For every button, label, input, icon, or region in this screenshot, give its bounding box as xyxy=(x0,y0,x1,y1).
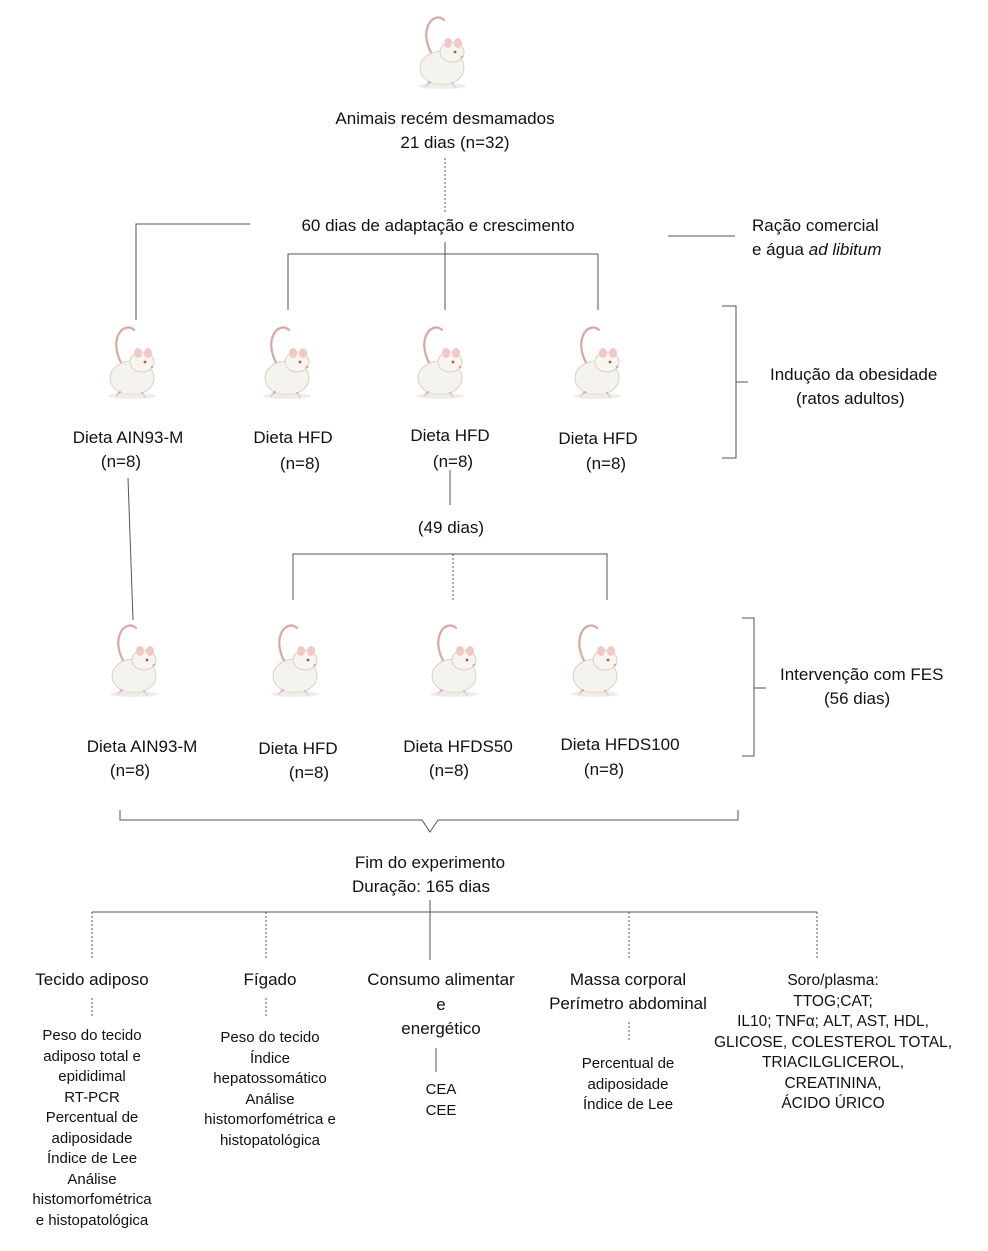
outcome-detail-line: CEA xyxy=(425,1081,457,1098)
connector-hfd-branch xyxy=(287,253,599,310)
induction-group-2-name: Dieta HFD xyxy=(253,428,333,447)
outcome-detail-line: histomorfométrica xyxy=(32,1191,152,1208)
outcome-title-line: Consumo alimentar xyxy=(367,970,515,989)
intervention-group-4-n: (n=8) xyxy=(583,760,625,779)
ration-label-line1: Ração comercial xyxy=(752,216,879,235)
outcome-detail-line: Índice de Lee xyxy=(46,1150,138,1167)
outcome-title-line: Tecido adiposo xyxy=(35,970,149,989)
rat-icon-induction-4 xyxy=(571,326,623,401)
outcome-detail-line: Percentual de xyxy=(581,1055,675,1072)
induction-group-3-n: (n=8) xyxy=(432,452,474,471)
induction-side-line1: Indução da obesidade xyxy=(770,365,938,384)
ration-label-line2: e água ad libitum xyxy=(752,240,882,259)
outcome-title-line: ÁCIDO ÚRICO xyxy=(781,1095,885,1112)
induction-group-4-name: Dieta HFD xyxy=(558,429,638,448)
outcome-detail-line: Análise xyxy=(245,1090,295,1108)
end-label-line1: Fim do experimento xyxy=(354,853,506,872)
outcome-title-line: Perímetro abdominal xyxy=(549,994,707,1013)
bracket-intervention xyxy=(742,617,766,757)
rat-icon-intervention-2 xyxy=(269,624,321,699)
outcome-title-line: Massa corporal xyxy=(569,970,687,989)
rat-icon-induction-1 xyxy=(106,326,158,401)
bracket-induction xyxy=(722,305,748,459)
outcome-title-line: CREATININA, xyxy=(784,1074,882,1092)
outcome-title-line: energético xyxy=(401,1019,481,1038)
intervention-group-1-n: (n=8) xyxy=(109,761,151,780)
connector-ain-long xyxy=(127,477,134,621)
intervention-side-line1: Intervenção com FES xyxy=(780,665,944,684)
rat-icon-intervention-3 xyxy=(428,624,480,699)
outcome-title-line: TTOG;CAT; xyxy=(793,992,873,1010)
outcome-details: CEA CEE xyxy=(426,1080,457,1121)
intervention-side-line2: (56 dias) xyxy=(824,689,891,708)
outcome-detail-line: adiposidade xyxy=(587,1075,669,1093)
outcome-detail-line: Peso do tecido xyxy=(220,1029,320,1046)
outcome-title-line: Fígado xyxy=(243,970,297,989)
intervention-group-4-name: Dieta HFDS100 xyxy=(560,735,680,754)
intervention-group-2-name: Dieta HFD xyxy=(258,739,338,758)
rat-icon-induction-2 xyxy=(261,326,313,401)
intervention-group-2-n: (n=8) xyxy=(288,763,330,782)
outcome-title-line: e xyxy=(436,994,446,1014)
brace-bottom xyxy=(119,810,739,833)
outcome-detail-line: Índice xyxy=(249,1049,291,1067)
outcome-title-line: Soro/plasma: xyxy=(787,972,879,989)
intervention-group-3-n: (n=8) xyxy=(428,761,470,780)
induction-group-1-name: Dieta AIN93-M xyxy=(72,428,184,447)
induction-duration: (49 dias) xyxy=(417,518,485,537)
rat-icon-intervention-4 xyxy=(569,624,621,699)
outcome-detail-line: Percentual de xyxy=(45,1109,139,1126)
induction-group-4-n: (n=8) xyxy=(585,454,627,473)
end-label-line2: Duração: 165 dias xyxy=(352,877,490,896)
outcome-detail-line: e histopatológica xyxy=(35,1211,149,1229)
outcome-detail-line: epididimal xyxy=(58,1068,126,1085)
start-label-line2: 21 dias (n=32) xyxy=(400,133,510,152)
outcome-title: Fígado xyxy=(244,968,297,992)
outcome-detail-line: CEE xyxy=(425,1101,457,1119)
rat-icon-intervention-1 xyxy=(108,624,160,699)
induction-group-3-name: Dieta HFD xyxy=(410,426,490,445)
outcome-detail-line: RT-PCR xyxy=(64,1088,120,1106)
outcome-detail-line: adiposo total e xyxy=(43,1047,141,1065)
outcome-detail-line: histomorfométrica e xyxy=(204,1111,336,1128)
outcome-detail-line: Índice de Lee xyxy=(582,1096,674,1113)
connector-intervention-branch xyxy=(292,553,608,600)
intervention-group-3-name: Dieta HFDS50 xyxy=(403,737,513,756)
intervention-group-1-name: Dieta AIN93-M xyxy=(86,737,198,756)
outcome-detail-line: hepatossomático xyxy=(213,1070,327,1087)
outcome-title-line: TRIACILGLICEROL, xyxy=(761,1054,905,1071)
connector-ain-branch xyxy=(135,223,250,320)
outcome-detail-line: adiposidade xyxy=(51,1129,133,1147)
induction-side-line2: (ratos adultos) xyxy=(796,389,905,408)
adaptation-label: 60 dias de adaptação e crescimento xyxy=(301,216,575,235)
outcome-detail-line: Análise xyxy=(67,1170,117,1188)
outcome-title: Consumo alimentar e energético xyxy=(367,968,514,1042)
induction-group-2-n: (n=8) xyxy=(279,454,321,473)
outcome-detail-line: histopatológica xyxy=(219,1131,321,1149)
start-label-line1: Animais recém desmamados xyxy=(335,109,555,128)
outcome-title: Tecido adiposo xyxy=(35,968,148,992)
rat-icon-start xyxy=(416,16,468,91)
rat-icon-induction-3 xyxy=(414,326,466,401)
outcome-detail-line: Peso do tecido xyxy=(42,1027,142,1044)
outcome-title-line: GLICOSE, COLESTEROL TOTAL, xyxy=(713,1033,953,1051)
induction-group-1-n: (n=8) xyxy=(100,452,142,471)
outcome-title: Soro/plasma: TTOG;CAT; IL10; TNFα; ALT, AS… xyxy=(714,971,952,1115)
outcome-title-line: IL10; TNFα; ALT, AST, HDL, xyxy=(737,1013,929,1030)
